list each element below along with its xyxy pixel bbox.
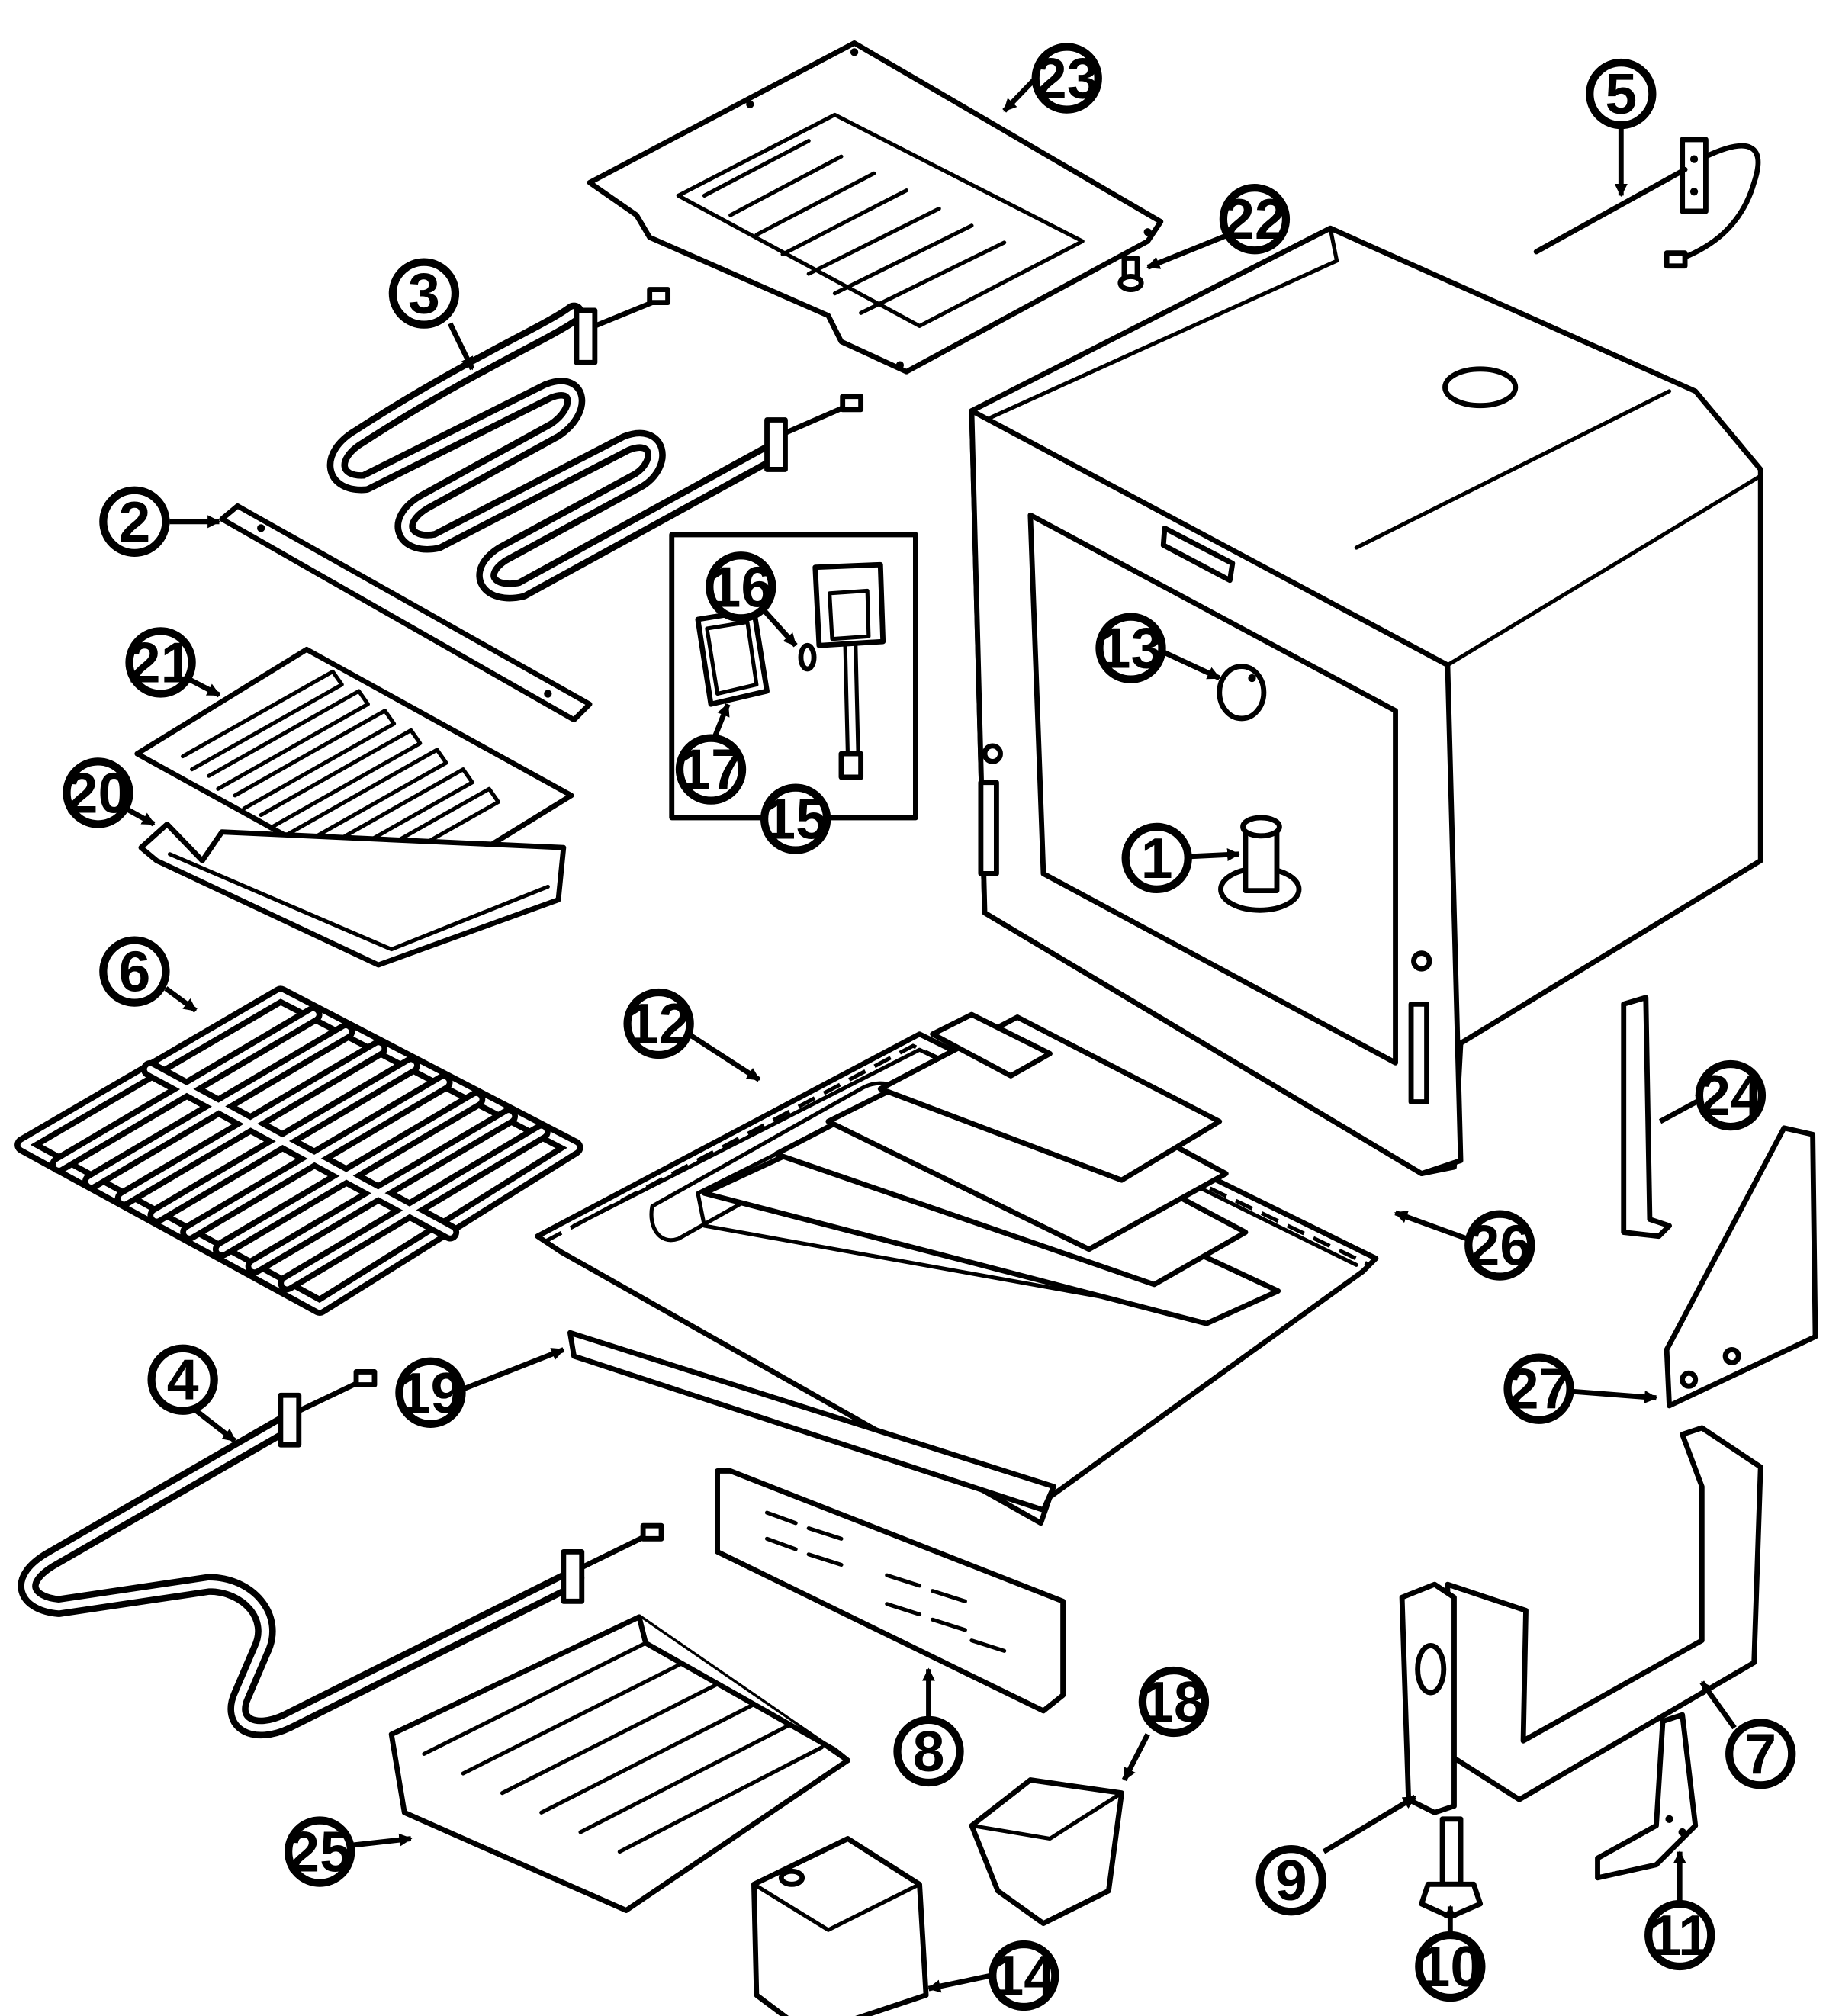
bake-element-part-4 (18, 1369, 664, 1738)
callout-16: 16 (706, 551, 776, 622)
callout-number: 10 (1419, 1934, 1483, 1998)
side-panel-part-27 (1664, 1125, 1818, 1409)
callout-13: 13 (1095, 613, 1166, 683)
callout-20: 20 (63, 757, 133, 828)
callout-26: 26 (1464, 1210, 1535, 1281)
callout-24: 24 (1695, 1059, 1767, 1131)
callout-number: 14 (992, 1944, 1056, 2008)
callout-22: 22 (1219, 184, 1291, 255)
callout-1: 1 (1121, 822, 1192, 894)
bulb-part-16 (798, 642, 817, 672)
callout-number: 1 (1141, 826, 1173, 890)
leveling-leg-part-10 (1419, 1816, 1484, 1920)
callout-number: 12 (627, 992, 691, 1056)
broiler-pan-part-20 (138, 822, 567, 968)
screw-part-22 (1117, 256, 1144, 292)
callout-14: 14 (989, 1940, 1059, 2011)
vent-panel-part-8 (715, 1468, 1066, 1714)
light-socket-part-1 (1218, 815, 1302, 913)
drip-cup-part-18 (969, 1777, 1124, 1927)
oven-bottom-panel-part-12 (535, 1011, 1379, 1526)
base-frame-part-7 (1445, 1425, 1763, 1802)
callout-number: 26 (1468, 1214, 1532, 1278)
callout-25: 25 (284, 1816, 355, 1887)
callout-number: 22 (1223, 187, 1287, 251)
callout-number: 19 (399, 1361, 463, 1425)
callout-number: 13 (1099, 616, 1163, 680)
callout-11: 11 (1644, 1899, 1715, 1971)
callout-number: 25 (288, 1820, 352, 1884)
callout-number: 11 (1649, 1903, 1710, 1967)
callout-18: 18 (1138, 1666, 1210, 1738)
callout-number: 9 (1275, 1848, 1307, 1912)
callout-2: 2 (99, 486, 170, 557)
callout-number: 24 (1699, 1063, 1763, 1127)
top-heat-shield-part-23 (587, 40, 1164, 375)
callout-12: 12 (623, 988, 694, 1059)
callout-8: 8 (893, 1715, 964, 1787)
callout-number: 20 (66, 760, 130, 825)
callout-4: 4 (147, 1344, 218, 1415)
callout-10: 10 (1415, 1931, 1486, 2002)
callout-number: 8 (913, 1719, 945, 1783)
side-bracket-part-24 (1621, 995, 1672, 1240)
mounting-strip-part-2 (219, 503, 593, 723)
callout-number: 4 (167, 1348, 199, 1412)
light-lens-part-13 (1217, 664, 1267, 722)
light-housing-part-15 (812, 561, 886, 648)
callout-number: 3 (408, 262, 440, 326)
callout-number: 18 (1142, 1670, 1206, 1734)
callout-number: 7 (1744, 1722, 1776, 1786)
callout-17: 17 (675, 734, 747, 805)
callout-number: 27 (1507, 1357, 1571, 1421)
front-trim-part-19 (567, 1330, 1057, 1513)
callout-number: 15 (764, 787, 828, 851)
callout-27: 27 (1503, 1353, 1574, 1424)
callout-number: 5 (1605, 62, 1637, 126)
callout-7: 7 (1725, 1719, 1796, 1789)
callout-9: 9 (1255, 1845, 1326, 1916)
callout-number: 21 (129, 630, 193, 694)
temperature-sensor-part-5 (1533, 137, 1761, 269)
callouts: 1 2 3 4 5 6 7 8 9 10 11 12 13 14 15 16 1… (63, 43, 1796, 2011)
bracket-part-26 (930, 1011, 1053, 1079)
callout-number: 16 (709, 555, 773, 619)
broil-element-part-3 (326, 287, 864, 602)
callout-6: 6 (99, 936, 170, 1007)
oven-rack-part-6 (14, 985, 583, 1316)
callout-21: 21 (125, 627, 196, 698)
callout-3: 3 (388, 258, 460, 329)
leg-bracket-part-9 (1399, 1581, 1457, 1815)
callout-5: 5 (1586, 58, 1657, 130)
anti-tip-bracket-part-11 (1595, 1712, 1699, 1881)
callout-number: 23 (1035, 47, 1099, 111)
callout-15: 15 (760, 783, 831, 854)
callout-19: 19 (395, 1357, 466, 1428)
half-rack-part-25 (388, 1614, 850, 1913)
callout-number: 2 (118, 490, 150, 554)
callout-number: 17 (679, 738, 743, 802)
control-block-part-14 (751, 1836, 929, 2016)
callout-23: 23 (1031, 43, 1102, 114)
leader-lines (127, 76, 1737, 1993)
callout-number: 6 (118, 940, 150, 1004)
